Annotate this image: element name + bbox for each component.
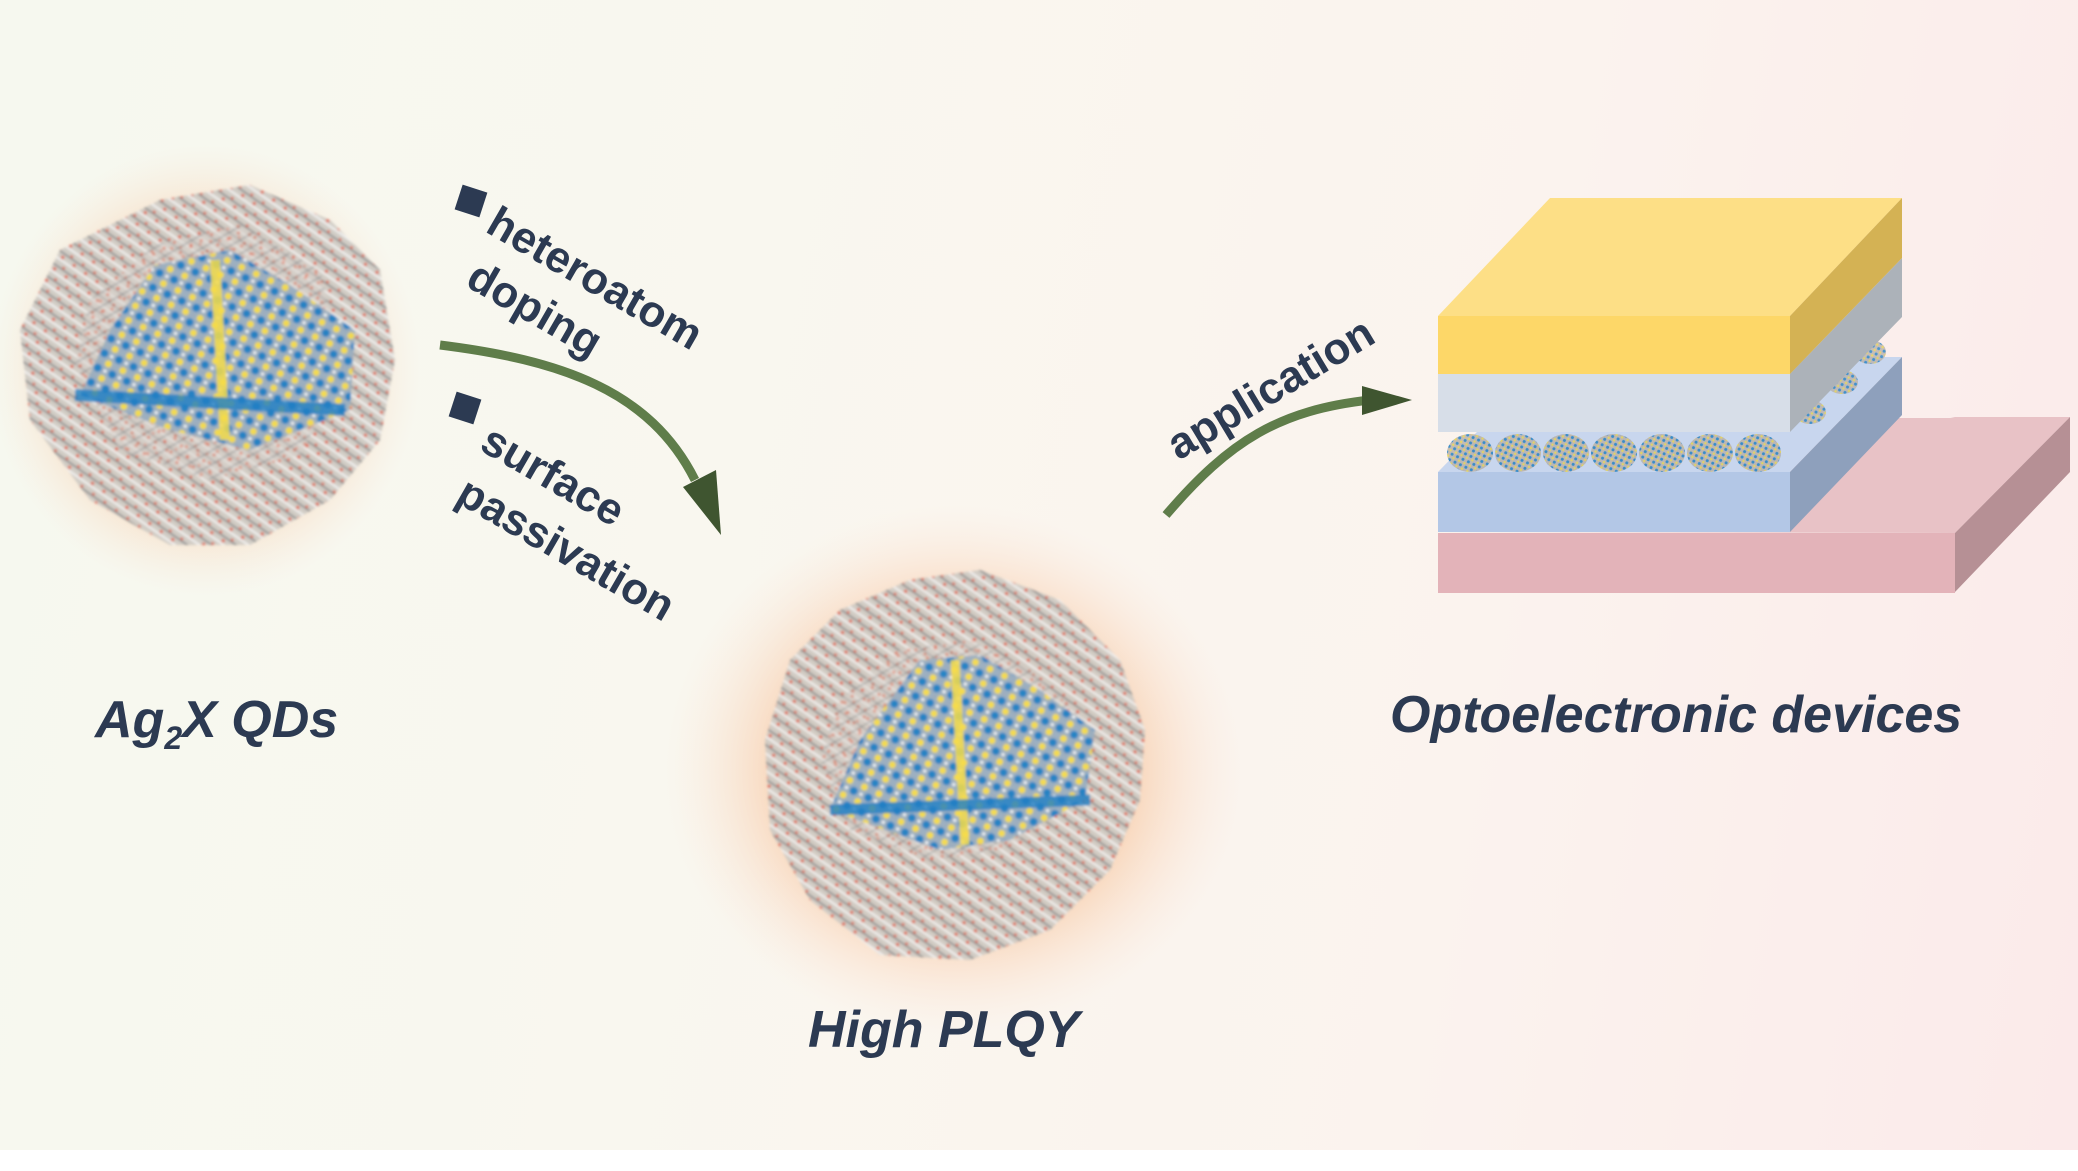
label-x-qds: X QDs: [182, 691, 339, 749]
device-qd: [1591, 434, 1637, 472]
label-subscript: 2: [164, 720, 183, 756]
application-arrow: [1162, 386, 1412, 518]
high-plqy-qd-graphic: [665, 505, 1245, 1035]
device-qd: [1543, 434, 1589, 472]
transport-layer: [1438, 258, 1902, 432]
device-label: Optoelectronic devices: [1390, 686, 1963, 744]
process-arrow: [439, 340, 721, 535]
label-ag: Ag: [95, 691, 165, 749]
device-qd: [1495, 434, 1541, 472]
high-plqy-label: High PLQY: [808, 1001, 1080, 1059]
device-qd: [1639, 434, 1685, 472]
top-electrode-layer: [1438, 198, 1902, 374]
initial-qd-graphic: [0, 145, 420, 595]
device-qd: [1735, 434, 1781, 472]
device-stack-graphic: [1438, 198, 2070, 593]
initial-qd-label: Ag2X QDs: [95, 690, 338, 757]
device-qd: [1687, 434, 1733, 472]
device-qd: [1447, 434, 1493, 472]
